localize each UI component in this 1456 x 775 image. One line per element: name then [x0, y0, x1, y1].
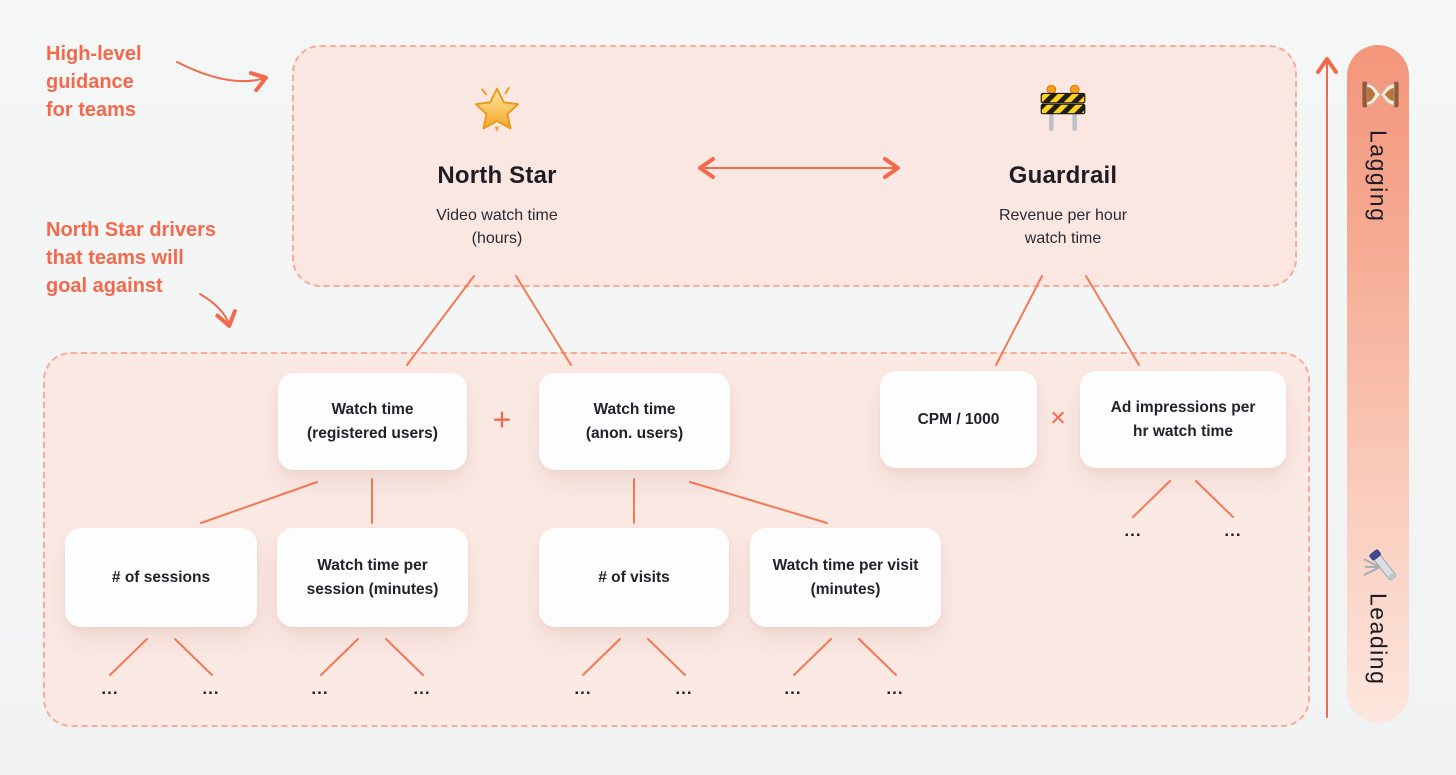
high-level-guidance-note: High-level guidance for teams: [46, 43, 142, 121]
card-ad-impressions: Ad impressions per hr watch time: [1080, 371, 1286, 468]
guardrail-title: Guardrail: [1008, 162, 1118, 189]
plus-operator: +: [492, 401, 512, 438]
north-star-drivers-note: North Star drivers that teams will goal …: [46, 219, 217, 297]
north-star-title: North Star: [437, 162, 557, 189]
card-watch-time-per-session: Watch time per session (minutes): [277, 528, 468, 627]
guardrail-metric: Guardrail Revenue per hour watch time: [943, 80, 1183, 250]
ellipsis-leaf: ...: [1124, 521, 1142, 540]
ellipsis-leaf: ...: [574, 679, 592, 698]
ellipsis-leaf: ...: [311, 679, 329, 698]
telescope-icon: [1354, 546, 1403, 590]
card-cpm: CPM / 1000: [880, 371, 1037, 468]
ellipsis-leaf: ...: [675, 679, 693, 698]
lagging-leading-axis: Lagging Leading: [1347, 45, 1409, 723]
times-operator: ×: [1050, 402, 1066, 433]
ellipsis-leaf: ...: [784, 679, 802, 698]
leading-label: Leading: [1365, 593, 1392, 686]
north-star-subtitle: Video watch time (hours): [436, 207, 558, 248]
guardrail-subtitle: Revenue per hour watch time: [998, 207, 1128, 248]
card-num-sessions: # of sessions: [65, 528, 257, 627]
guidance-annotation-arrow: [176, 61, 268, 93]
ellipsis-leaf: ...: [413, 679, 431, 698]
card-watch-time-anon: Watch time (anon. users): [539, 373, 730, 470]
construction-barrier-icon: [1035, 80, 1091, 138]
lagging-label: Lagging: [1365, 130, 1392, 223]
ellipsis-leaf: ...: [886, 679, 904, 698]
glowing-star-icon: [469, 80, 525, 138]
ellipsis-leaf: ...: [202, 679, 220, 698]
hourglass-icon: [1355, 74, 1402, 116]
ellipsis-leaf: ...: [101, 679, 119, 698]
north-star-metric: North Star Video watch time (hours): [377, 80, 617, 250]
card-watch-time-registered: Watch time (registered users): [278, 373, 467, 470]
card-num-visits: # of visits: [539, 528, 729, 627]
ellipsis-leaf: ...: [1224, 521, 1242, 540]
card-watch-time-per-visit: Watch time per visit (minutes): [750, 528, 941, 627]
